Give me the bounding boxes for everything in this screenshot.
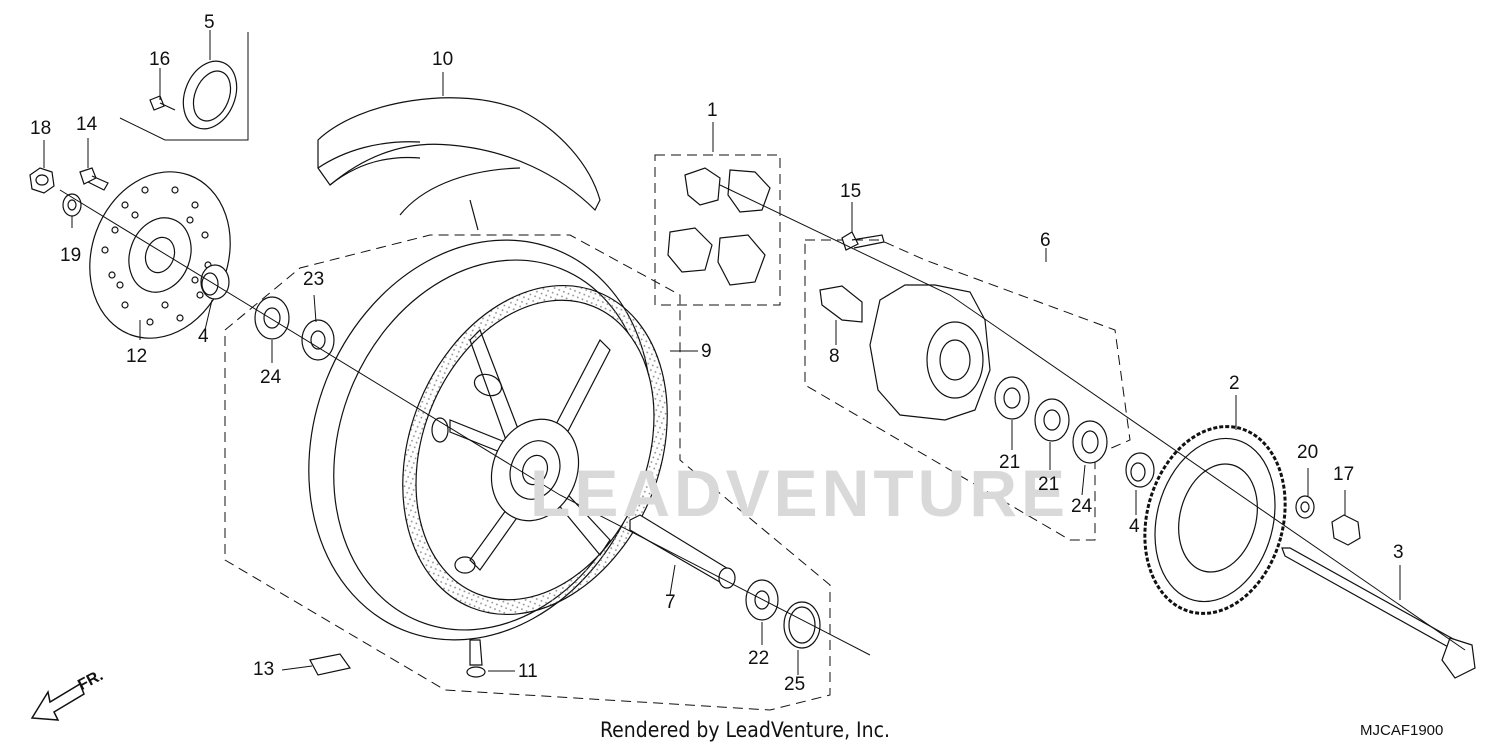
sprocket	[1143, 425, 1287, 615]
callout-11: 11	[518, 661, 538, 682]
callout-13: 13	[253, 659, 275, 680]
callout-15: 15	[840, 181, 862, 202]
rubber-dampers	[667, 167, 771, 286]
bearing-21b	[1034, 398, 1070, 442]
callout-4-left: 4	[198, 326, 209, 347]
collar-8	[819, 285, 863, 323]
callout-22: 22	[748, 648, 770, 669]
callout-3: 3	[1393, 542, 1404, 563]
callout-21b: 21	[1038, 474, 1060, 495]
rear-axle	[1281, 547, 1476, 679]
rear-wheel	[308, 239, 668, 641]
washer-20	[1295, 495, 1315, 519]
callout-9: 9	[701, 341, 712, 362]
callout-17: 17	[1333, 464, 1355, 485]
driven-flange	[869, 284, 991, 421]
footer-credit: Rendered by LeadVenture, Inc.	[600, 718, 890, 742]
bearing-22	[745, 579, 779, 621]
nut-17	[1331, 514, 1361, 546]
callout-18: 18	[30, 118, 52, 139]
callout-8: 8	[829, 346, 840, 367]
callout-21a: 21	[999, 452, 1021, 473]
callout-24b: 24	[1071, 496, 1093, 517]
callout-6: 6	[1040, 230, 1051, 251]
pulser-ring	[182, 60, 238, 130]
callout-1: 1	[707, 100, 718, 121]
bolt-14	[79, 167, 109, 191]
collar-4-left	[200, 264, 230, 300]
screw-16	[149, 95, 176, 111]
callout-23: 23	[303, 269, 325, 290]
tire	[317, 97, 601, 231]
callout-14: 14	[76, 114, 98, 135]
bearing-24-left	[254, 296, 290, 340]
bolt-15	[841, 231, 885, 251]
figure-code: MJCAF1900	[1360, 722, 1444, 739]
valve-11	[466, 639, 486, 678]
watermark: LEADVENTURE	[530, 456, 1070, 530]
callout-20: 20	[1297, 442, 1319, 463]
callout-25: 25	[784, 674, 806, 695]
callout-4-right: 4	[1129, 516, 1140, 537]
callout-5: 5	[204, 12, 215, 33]
collar-4-right	[1125, 452, 1155, 488]
callout-19: 19	[60, 245, 82, 266]
callout-12: 12	[126, 346, 148, 367]
callout-2: 2	[1229, 373, 1240, 394]
callout-16: 16	[149, 49, 171, 70]
front-arrow-icon	[30, 682, 85, 721]
callout-24a: 24	[260, 367, 282, 388]
bearing-21a	[994, 376, 1030, 420]
brake-disc	[89, 171, 231, 339]
bearing-23	[301, 319, 335, 361]
callout-10: 10	[432, 49, 454, 70]
callout-7: 7	[665, 592, 676, 613]
seal-24	[1072, 420, 1108, 464]
nut-18	[29, 167, 55, 194]
balance-weight-13	[309, 653, 352, 676]
dust-seal-25	[783, 601, 821, 649]
